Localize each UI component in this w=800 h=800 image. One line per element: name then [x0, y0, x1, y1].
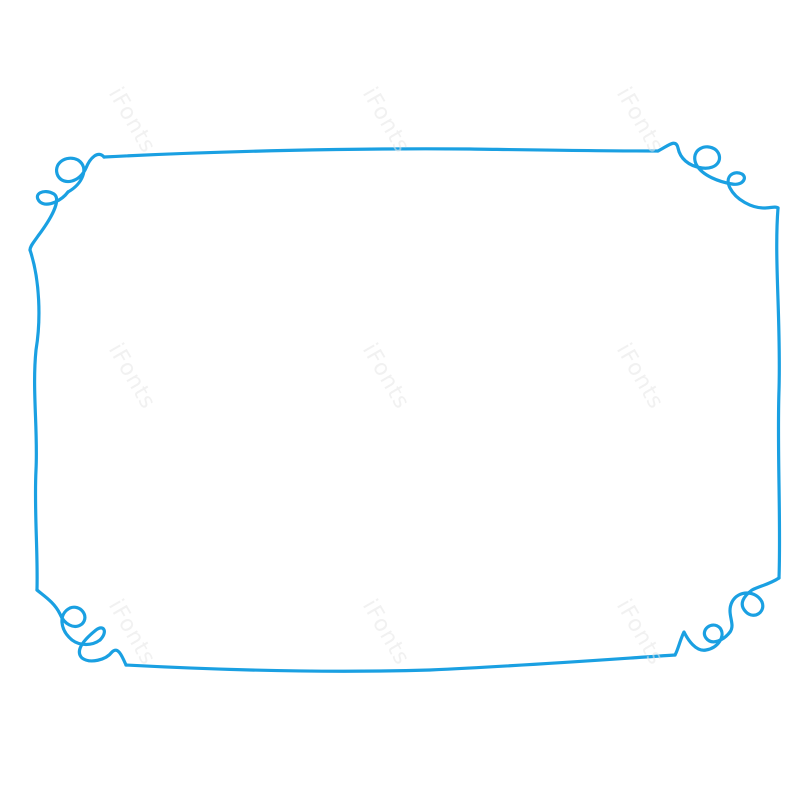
frame-right-edge [775, 206, 782, 580]
frame-left-edge [28, 248, 41, 592]
swirl-icon [28, 152, 106, 252]
swirl-icon [35, 588, 128, 667]
swirl-icon [656, 141, 780, 210]
swirl-icon [673, 576, 781, 657]
frame-bottom-edge [124, 653, 677, 673]
frame-top-edge [102, 147, 660, 159]
